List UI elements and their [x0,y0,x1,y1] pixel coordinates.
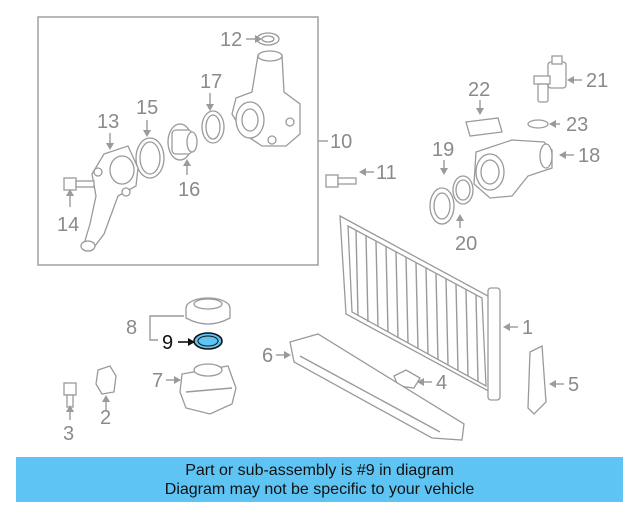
part-label-11[interactable]: 11 [376,162,397,184]
part-label-8[interactable]: 8 [126,317,137,339]
info-banner: Part or sub-assembly is #9 in diagram Di… [16,457,623,502]
part-21-temp-sensor[interactable] [533,55,567,103]
part-label-3[interactable]: 3 [63,423,74,445]
part-label-23[interactable]: 23 [566,114,588,136]
banner-line-2: Diagram may not be specific to your vehi… [164,480,475,498]
part-label-17[interactable]: 17 [200,71,222,93]
part-8-reservoir-cap[interactable] [185,297,231,325]
part-label-5[interactable]: 5 [568,374,579,396]
part-label-14[interactable]: 14 [57,214,79,236]
part-label-4[interactable]: 4 [436,372,447,394]
part-5-bracket[interactable] [527,344,547,415]
part-label-18[interactable]: 18 [578,145,600,167]
thermostat-housing[interactable] [231,50,301,147]
part-14-bolt[interactable] [63,177,95,191]
part-label-2[interactable]: 2 [100,407,111,429]
part-6-air-duct[interactable] [289,333,465,441]
part-22-gasket[interactable] [465,117,503,137]
part-label-10[interactable]: 10 [330,131,352,153]
part-label-1[interactable]: 1 [522,317,533,339]
part-label-12[interactable]: 12 [220,29,242,51]
part-20-clamp[interactable] [429,187,455,225]
part-11-bolt[interactable] [325,174,357,188]
part-3-bolt[interactable] [63,382,77,408]
part-label-20[interactable]: 20 [455,233,477,255]
part-label-21[interactable]: 21 [586,70,608,92]
banner-line-1: Part or sub-assembly is #9 in diagram [185,461,454,479]
part-18-coolant-flange[interactable] [473,139,553,199]
part-label-19[interactable]: 19 [432,139,454,161]
part-label-9[interactable]: 9 [162,332,173,354]
part-label-15[interactable]: 15 [136,97,158,119]
part-label-6[interactable]: 6 [262,345,273,367]
part-label-7[interactable]: 7 [152,370,163,392]
part-label-22[interactable]: 22 [468,79,490,101]
part-13-coolant-outlet[interactable] [80,145,139,252]
part-label-16[interactable]: 16 [178,179,200,201]
part-9-seal-highlighted[interactable] [193,332,223,350]
part-16-thermostat[interactable] [167,123,198,161]
part-label-13[interactable]: 13 [97,111,119,133]
part-2-clip[interactable] [95,365,117,395]
part-7-expansion-tank[interactable] [179,363,237,415]
part-23-oring[interactable] [527,119,549,129]
part-1-radiator[interactable] [339,214,501,401]
